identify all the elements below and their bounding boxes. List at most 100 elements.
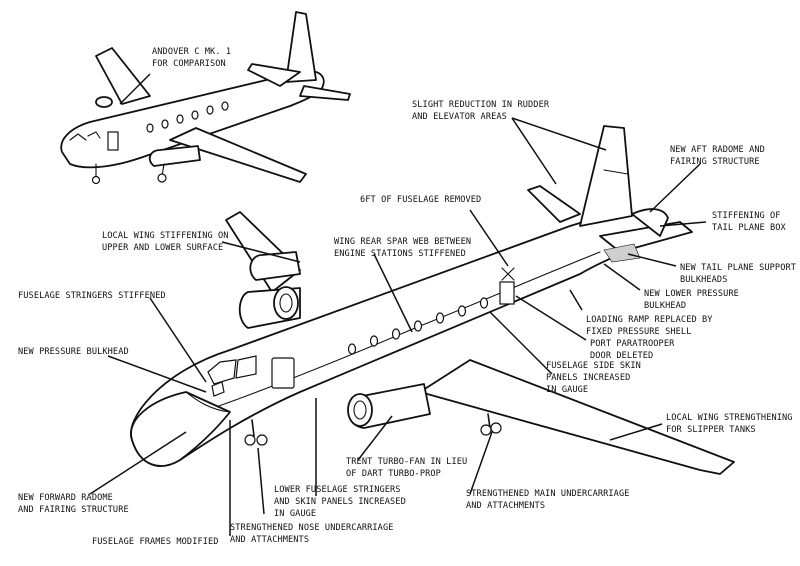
comparison-window [221, 101, 229, 111]
comparison-engine-near [148, 145, 201, 167]
leader-spar-web [373, 253, 413, 333]
main-aircraft [130, 125, 735, 475]
cockpit-window [207, 359, 237, 385]
comparison-main-wheel [157, 173, 167, 183]
side-skin-label-line2: PANELS INCREASED [546, 373, 630, 383]
comparison-cockpit-window [69, 133, 87, 141]
comparison-nose-wheel [91, 175, 101, 185]
leader-comparison [119, 73, 151, 105]
leader-rudder-1 [511, 117, 557, 185]
comparison-far-wing [95, 47, 151, 105]
nose-wheel [244, 434, 256, 446]
fuselage-removed-label: 6FT OF FUSELAGE REMOVED [360, 195, 481, 205]
comparison-door [107, 131, 119, 151]
wing-strengthening-label-line2: FOR SLIPPER TANKS [666, 425, 756, 435]
comparison-window [191, 110, 199, 120]
nose-gear-strut [251, 419, 255, 437]
comparison-window [161, 119, 169, 129]
rear-door [499, 281, 515, 305]
aft-radome-label-line1: NEW AFT RADOME AND [670, 145, 765, 155]
spar-web-label-line1: WING REAR SPAR WEB BETWEEN [334, 237, 471, 247]
rudder-label-line2: AND ELEVATOR AREAS [412, 112, 507, 122]
leader-forward-radome [89, 431, 187, 495]
tailplane-box-label-line2: TAIL PLANE BOX [712, 223, 787, 233]
inner-engine-spinner [279, 293, 293, 313]
wing-strengthening-label-line1: LOCAL WING STRENGTHENING [666, 413, 793, 423]
loading-ramp-label-line1: LOADING RAMP REPLACED BY [586, 315, 713, 325]
leader-rudder-2 [511, 117, 607, 151]
leader-pressure-bulkhead [107, 355, 207, 393]
comparison-window [146, 123, 154, 133]
comparison-engine-far [95, 96, 113, 108]
comparison-near-wing [169, 127, 307, 183]
nose-undercarriage-label-line1: STRENGTHENED NOSE UNDERCARRIAGE [230, 523, 394, 533]
lower-stringers-label-line2: AND SKIN PANELS INCREASED [274, 497, 406, 507]
comparison-fin [285, 11, 317, 83]
leader-tail-bulkheads [627, 253, 677, 267]
forward-radome [130, 391, 231, 467]
near-engine-spinner [353, 400, 367, 420]
forward-door [271, 357, 295, 389]
comparison-window [176, 114, 184, 124]
tail-bulkheads-label-line1: NEW TAIL PLANE SUPPORT [680, 263, 796, 273]
main-undercarriage-label-line2: AND ATTACHMENTS [466, 501, 545, 511]
lower-stringers-label-line1: LOWER FUSELAGE STRINGERS [274, 485, 401, 495]
tail-bulkhead-hatch [603, 243, 641, 263]
comparison-window [206, 105, 214, 115]
leader-main-undercarriage [469, 431, 493, 495]
near-engine-intake [347, 393, 373, 427]
nose-wheel-2 [256, 434, 268, 446]
main-wheel [480, 424, 492, 436]
cockpit-side-window [211, 381, 225, 397]
paratrooper-label-line1: PORT PARATROOPER [590, 339, 675, 349]
leader-wing-stiffening [221, 241, 301, 263]
comparison-cockpit-window-2 [87, 131, 101, 139]
wing-stiffening-label-line2: UPPER AND LOWER SURFACE [102, 243, 223, 253]
leader-nose-undercarriage [257, 447, 265, 515]
tail-bulkheads-label-line2: BULKHEADS [680, 275, 727, 285]
vertical-fin [579, 125, 633, 227]
nose-undercarriage-label-line2: AND ATTACHMENTS [230, 535, 309, 545]
leader-tailplane-box [659, 221, 707, 227]
comparison-tailplane-right [299, 85, 351, 101]
leader-side-skin [489, 311, 553, 375]
callout-labels: ANDOVER C MK. 1 FOR COMPARISON SLIGHT RE… [18, 47, 796, 547]
forward-radome-label-line2: AND FAIRING STRUCTURE [18, 505, 129, 515]
stringers-label: FUSELAGE STRINGERS STIFFENED [18, 291, 166, 301]
comparison-tailplane-left [247, 63, 301, 87]
loading-ramp-label-line2: FIXED PRESSURE SHELL [586, 327, 691, 337]
fuselage-cut-mark [501, 267, 515, 281]
far-tailplane [527, 185, 581, 223]
rudder-label-line1: SLIGHT REDUCTION IN RUDDER [412, 100, 550, 110]
wing-flap-line [519, 419, 701, 471]
leader-loading-ramp [569, 289, 583, 311]
radome-joint [185, 391, 231, 413]
leader-trent [357, 415, 393, 461]
cockpit-window-2 [235, 355, 257, 379]
trent-label-line1: TRENT TURBO-FAN IN LIEU [346, 457, 467, 467]
lower-stringers-label-line3: IN GAUGE [274, 509, 316, 519]
paratrooper-label-line2: DOOR DELETED [590, 351, 653, 361]
comparison-fuselage [60, 70, 325, 169]
aft-radome-label-line2: FAIRING STRUCTURE [670, 157, 760, 167]
spar-web-label-line2: ENGINE STATIONS STIFFENED [334, 249, 466, 259]
comparison-label-line2: FOR COMPARISON [152, 59, 226, 69]
wing-stiffening-label-line1: LOCAL WING STIFFENING ON [102, 231, 229, 241]
side-skin-label-line3: IN GAUGE [546, 385, 588, 395]
frames-label: FUSELAGE FRAMES MODIFIED [92, 537, 219, 547]
cabin-window [413, 320, 423, 332]
leader-lines [89, 73, 707, 536]
tailplane-box-label-line1: STIFFENING OF [712, 211, 781, 221]
cabin-window [391, 328, 401, 340]
lower-bulkhead-label-line2: BULKHEAD [644, 301, 686, 311]
trent-label-line2: OF DART TURBO-PROP [346, 469, 441, 479]
leader-wing-strengthening [609, 423, 663, 441]
main-undercarriage-label-line1: STRENGTHENED MAIN UNDERCARRIAGE [466, 489, 630, 499]
cabin-window [369, 335, 379, 347]
cabin-window [435, 312, 445, 324]
cabin-window [479, 297, 489, 309]
lower-bulkhead-label-line1: NEW LOWER PRESSURE [644, 289, 739, 299]
rudder-line [603, 169, 629, 175]
